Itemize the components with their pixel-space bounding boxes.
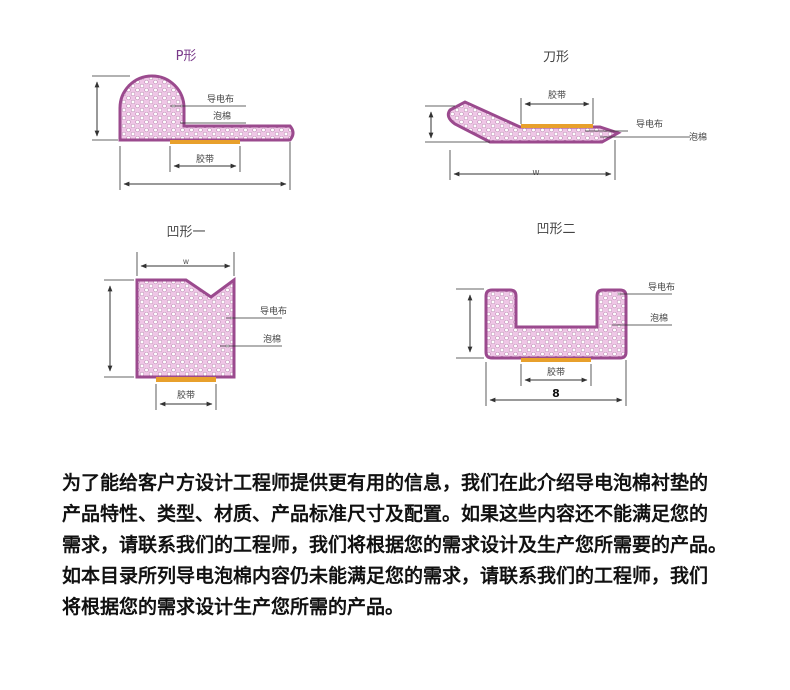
concave-two-label-conductive-cloth: 导电布 [648,281,675,293]
concave-two-label-foam: 泡棉 [650,312,668,324]
p-shape-label-tape: 胶带 [196,153,214,165]
knife-shape-label-conductive-cloth: 导电布 [636,118,663,130]
concave-one-label-foam: 泡棉 [263,333,281,345]
description-line-2: 产品特性、类型、材质、产品标准尺寸及配置。如果这些内容还不能满足您的 [62,503,709,525]
knife-shape-label-tape: 胶带 [548,89,566,101]
p-shape-diagram: P形 导电布 泡棉 胶带 [92,49,295,190]
concave-two-gasket [484,288,628,360]
knife-shape-label-width: W [533,169,540,177]
concave-two-tape [521,358,591,362]
concave-two-diagram: 凹形二 导电布 泡棉 胶带 8 [456,222,675,406]
concave-one-title: 凹形一 [166,225,205,240]
description-line-3: 需求，请联系我们的工程师，我们将根据您的需求设计及生产您所需要的产品。 [62,534,728,556]
p-shape-gasket [118,74,295,142]
p-shape-tape [170,140,240,144]
knife-shape-title: 刀形 [543,50,569,65]
description-paragraph: 为了能给客户方设计工程师提供更有用的信息，我们在此介绍导电泡棉衬垫的 产品特性、… [62,468,762,623]
knife-shape-tape [521,124,593,128]
description-line-1: 为了能给客户方设计工程师提供更有用的信息，我们在此介绍导电泡棉衬垫的 [62,472,709,494]
concave-one-tape [156,377,216,382]
p-shape-label-conductive-cloth: 导电布 [207,93,234,105]
concave-one-label-top: W [183,259,189,266]
description-line-4: 如本目录所列导电泡棉内容仍未能满足您的需求，请联系我们的工程师，我们 [62,565,709,587]
concave-one-label-conductive-cloth: 导电布 [260,305,287,317]
description-line-5: 将根据您的需求设计生产您所需的产品。 [62,596,405,618]
knife-shape-diagram: 刀形 胶带 导电布 泡棉 W [425,50,707,180]
concave-one-diagram: 凹形一 W 导电布 泡棉 胶带 [104,225,287,410]
p-shape-title: P形 [176,49,197,64]
knife-shape-gasket [446,100,622,144]
concave-two-title: 凹形二 [536,222,575,237]
concave-two-label-tape: 胶带 [547,366,565,378]
concave-two-label-width: 8 [552,387,560,400]
concave-one-label-tape: 胶带 [177,389,195,401]
p-shape-label-foam: 泡棉 [213,110,231,122]
concave-one-gasket [135,277,236,379]
knife-shape-label-foam: 泡棉 [689,131,707,143]
